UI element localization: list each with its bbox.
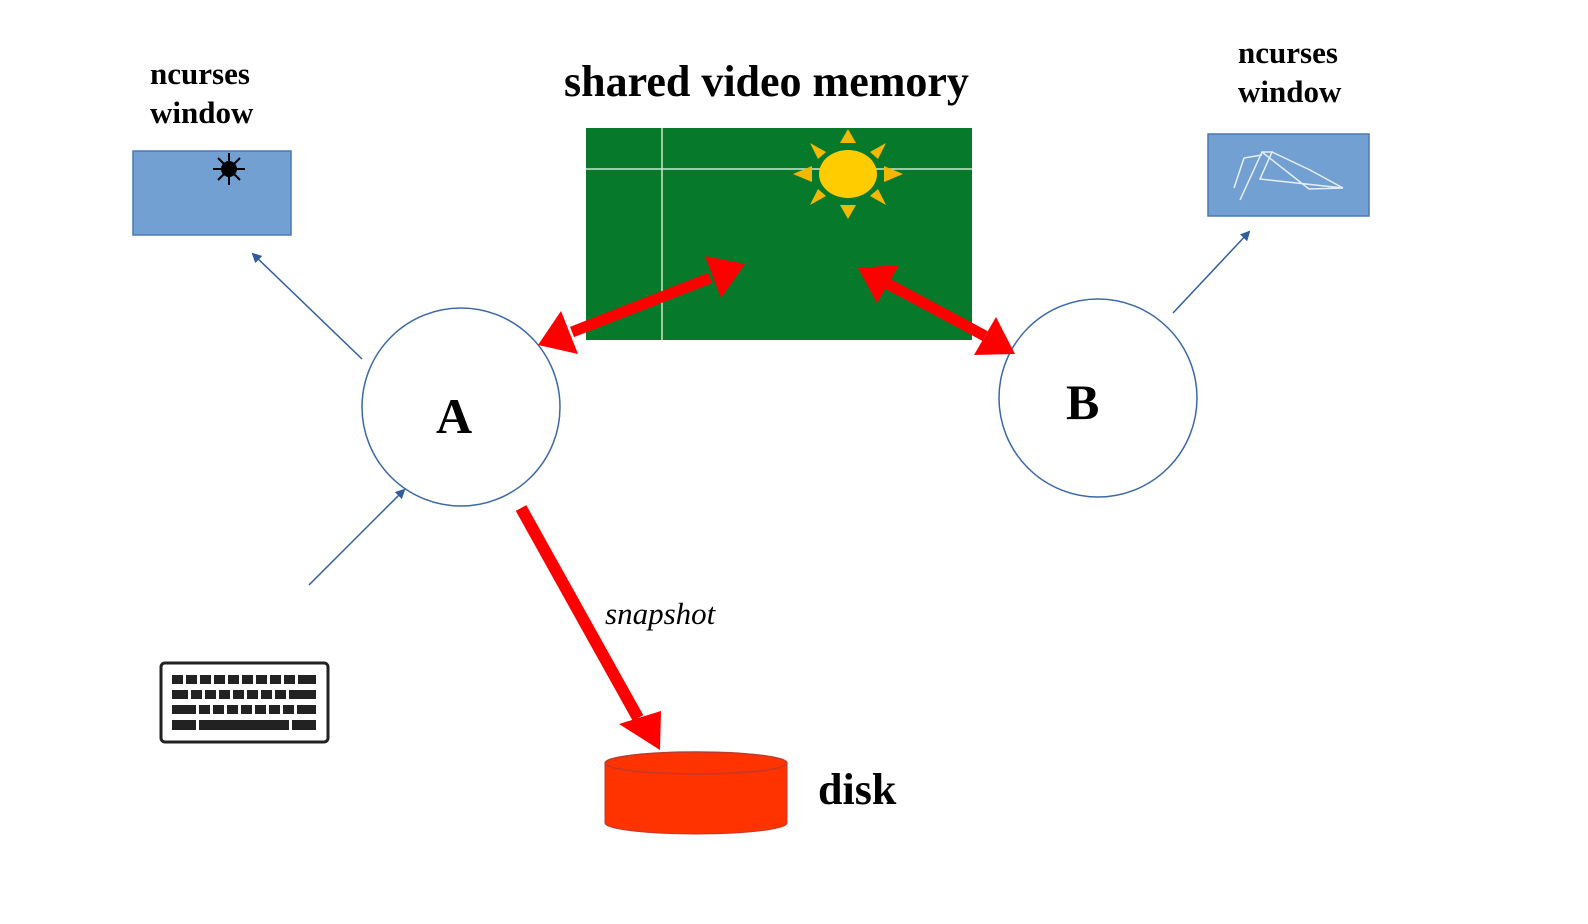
process-b-label: B: [1066, 374, 1100, 430]
arrow-b-memory: [858, 265, 1015, 355]
keyboard-icon: [159, 661, 330, 744]
arrow-a-to-disk: [515, 505, 661, 750]
sun-icon: [793, 129, 903, 219]
process-b-node: [998, 298, 1198, 498]
ncurses-window-left-label: ncurses window: [150, 54, 253, 132]
process-a-node: [361, 307, 561, 507]
label-line: ncurses: [150, 56, 250, 91]
disk-label: disk: [818, 765, 897, 814]
label-line: ncurses: [1238, 35, 1338, 70]
sketch-drawing: [1233, 150, 1344, 201]
arrow-b-to-right-window: [1172, 230, 1251, 314]
ncurses-window-left: [132, 150, 292, 236]
label-line: window: [150, 95, 254, 130]
label-line: window: [1238, 74, 1342, 109]
snapshot-label: snapshot: [605, 596, 716, 631]
sun-icon: [213, 153, 245, 185]
arrow-keyboard-to-a: [308, 488, 406, 586]
disk-icon: [604, 751, 788, 835]
arrow-a-to-left-window: [251, 252, 363, 360]
ncurses-window-right-label: ncurses window: [1238, 33, 1341, 111]
arrow-a-memory: [538, 256, 745, 354]
ncurses-window-right: [1207, 133, 1370, 217]
process-a-label: A: [436, 388, 473, 444]
shared-video-memory-label: shared video memory: [564, 57, 969, 106]
